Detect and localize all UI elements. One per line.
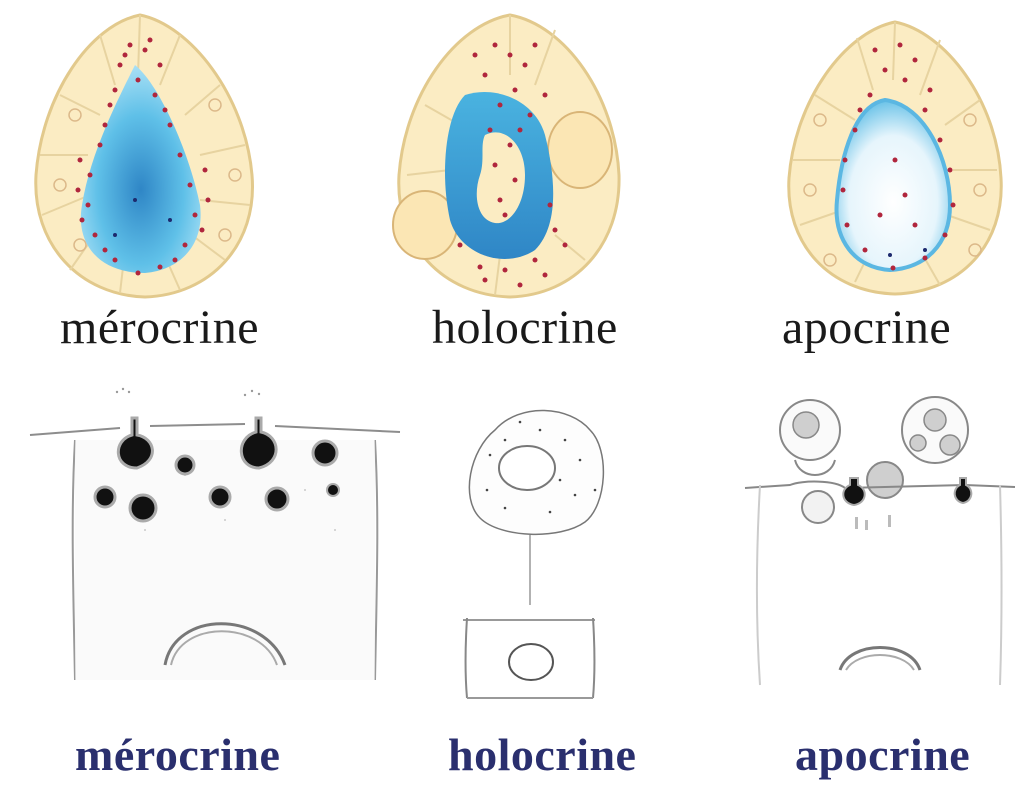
bottom-label-holocrine: holocrine — [448, 728, 636, 781]
bottom-label-apocrine: apocrine — [795, 728, 970, 781]
top-label-apocrine: apocrine — [782, 300, 951, 355]
top-label-merocrine: mérocrine — [60, 300, 259, 355]
apocrine-cell-diagram — [740, 385, 1020, 695]
holocrine-cell-diagram — [445, 400, 615, 705]
merocrine-cell-diagram — [25, 380, 410, 690]
apocrine-acinus-illustration — [775, 10, 1015, 300]
merocrine-acinus-illustration — [20, 5, 270, 305]
top-label-holocrine: holocrine — [432, 300, 618, 355]
holocrine-acinus-illustration — [385, 5, 635, 305]
bottom-label-merocrine: mérocrine — [75, 728, 280, 781]
